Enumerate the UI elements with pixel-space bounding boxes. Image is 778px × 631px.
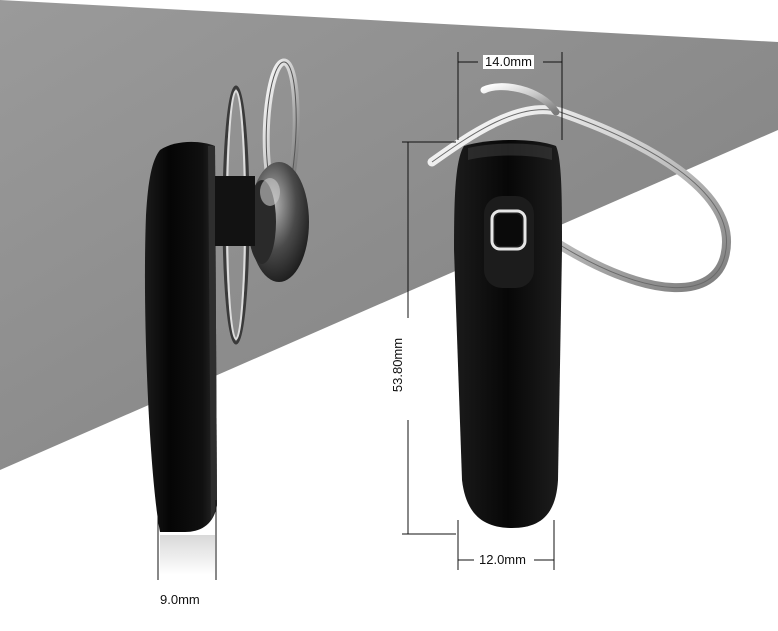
height-label: 53.80mm	[390, 337, 406, 393]
dimension-lines	[157, 52, 563, 580]
backdrop-band	[0, 0, 778, 470]
backdrop-top-wedge	[0, 0, 778, 42]
side-thickness-label: 9.0mm	[160, 592, 200, 607]
bottom-width-label: 12.0mm	[477, 552, 528, 567]
headset-front-view	[427, 83, 731, 528]
top-width-label: 14.0mm	[483, 54, 534, 69]
headset-side-view	[144, 58, 309, 575]
